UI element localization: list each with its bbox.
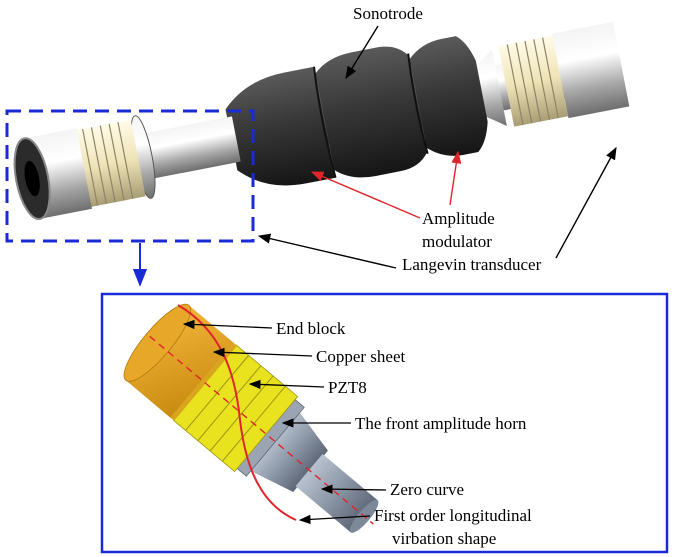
right-transducer-end-block <box>552 21 630 119</box>
label-pzt8: PZT8 <box>328 378 367 397</box>
first-order-leader <box>298 514 371 525</box>
langevin-leader-right <box>555 146 617 259</box>
right-transducer-ring-lines <box>506 37 559 126</box>
left-transducer-bore <box>24 160 40 197</box>
amplitude-modulator-body <box>225 36 488 186</box>
label-front-amplitude-horn: The front amplitude horn <box>355 414 527 433</box>
front-horn-cone <box>247 409 328 493</box>
zero-curve-axis <box>149 335 374 525</box>
langevin-leader-left <box>257 233 397 269</box>
label-copper-sheet: Copper sheet <box>316 347 406 366</box>
label-first-order-1: First order longitudinal <box>374 506 532 525</box>
sonotrode-assembly <box>13 21 630 220</box>
label-sonotrode: Sonotrode <box>353 4 423 23</box>
label-zero-curve: Zero curve <box>390 480 464 499</box>
label-first-order-2: virbation shape <box>392 529 496 548</box>
label-amplitude-modulator-2: modulator <box>422 232 492 251</box>
end-block-leader <box>182 319 273 330</box>
label-langevin-transducer: Langevin transducer <box>402 255 542 274</box>
modulator-leader-2 <box>449 150 462 206</box>
zero-curve-leader <box>320 484 387 494</box>
label-amplitude-modulator-1: Amplitude <box>422 209 495 228</box>
transducer-detail-model <box>123 303 379 533</box>
copper-sheet-leader <box>212 347 313 358</box>
label-end-block: End block <box>276 319 346 338</box>
left-transducer-ring-stack <box>73 119 146 208</box>
first-order-vibration-curve <box>177 304 297 521</box>
pzt8-leader <box>248 379 325 390</box>
sonotrode-leader <box>345 25 379 80</box>
modulator-leader-1 <box>310 171 421 219</box>
left-transducer-ring-lines <box>82 122 134 206</box>
copper-sheet <box>168 341 238 421</box>
transducer-selection-box <box>5 109 255 243</box>
